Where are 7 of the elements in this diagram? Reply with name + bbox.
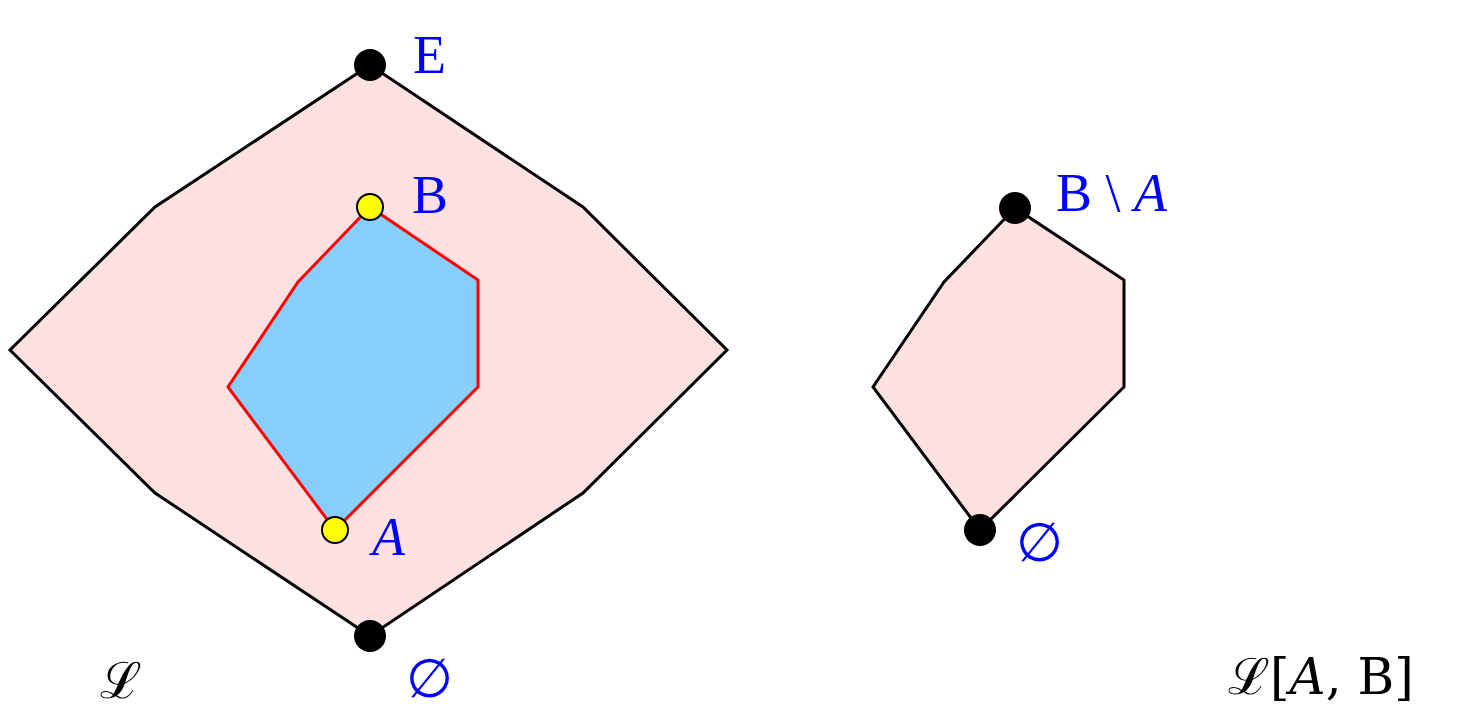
point-label: ∅ (1016, 516, 1063, 570)
point-label: B (412, 168, 449, 222)
point-label: E (413, 28, 446, 82)
lattice-label: ℒ[A, B] (1228, 652, 1414, 702)
lattice-label: ℒ (100, 656, 142, 706)
point-label: ∅ (406, 652, 453, 706)
point-label: B \ A (1056, 166, 1168, 220)
